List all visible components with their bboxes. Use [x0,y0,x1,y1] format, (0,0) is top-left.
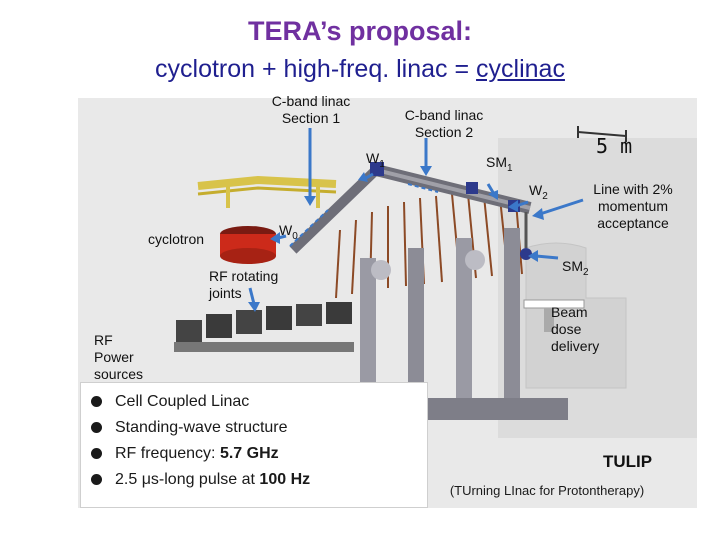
label-beam-dose-delivery: Beam dose delivery [551,304,617,355]
subtitle-prefix: cyclotron + high-freq. linac = [155,55,476,83]
label-w2-main: W [529,182,542,198]
label-w2-sub: 2 [542,191,548,202]
tulip-name: TULIP [603,452,652,472]
feature-item-4: 2.5 μs-long pulse at 100 Hz [91,467,427,493]
subtitle-emphasis: cyclinac [476,55,565,83]
label-sm2-sub: 2 [583,267,589,278]
feature-text-4: 2.5 μs-long pulse at [115,471,259,488]
scale-label: 5 m [596,134,632,158]
label-sm2-main: SM [562,258,583,274]
label-w1-sub: 1 [379,159,385,170]
label-w0: W0 [279,222,298,245]
feature-text-2: Standing-wave structure [115,419,288,436]
label-rf-power-sources: RF Power sources [94,332,156,383]
label-momentum-line: Line with 2% momentum acceptance [583,181,683,232]
page-subtitle: cyclotron + high-freq. linac = cyclinac [0,55,720,84]
label-w0-sub: 0 [292,231,298,242]
label-cyclotron: cyclotron [148,231,204,248]
label-sm2: SM2 [562,258,589,281]
feature-value-3: 5.7 GHz [220,445,279,462]
label-sm1-sub: 1 [507,163,513,174]
label-sm1: SM1 [486,154,513,177]
feature-text-3: RF frequency: [115,445,220,462]
label-rf-rotating-joints: RF rotating joints [209,268,295,302]
feature-item-1: Cell Coupled Linac [91,389,427,415]
feature-value-4: 100 Hz [259,471,310,488]
label-sm1-main: SM [486,154,507,170]
page-title: TERA’s proposal: [0,16,720,47]
label-linac-section-1: C-band linac Section 1 [254,93,368,127]
label-w0-main: W [279,222,292,238]
label-linac-section-2: C-band linac Section 2 [395,107,493,141]
feature-list: Cell Coupled Linac Standing-wave structu… [80,382,428,508]
label-w1: W1 [366,150,385,173]
label-w1-main: W [366,150,379,166]
feature-text-1: Cell Coupled Linac [115,393,249,410]
tulip-full-name: (TUrning LInac for Protontherapy) [424,483,670,498]
feature-item-3: RF frequency: 5.7 GHz [91,441,427,467]
cyclotron-bottom [220,248,276,264]
feature-item-2: Standing-wave structure [91,415,427,441]
label-w2: W2 [529,182,548,205]
